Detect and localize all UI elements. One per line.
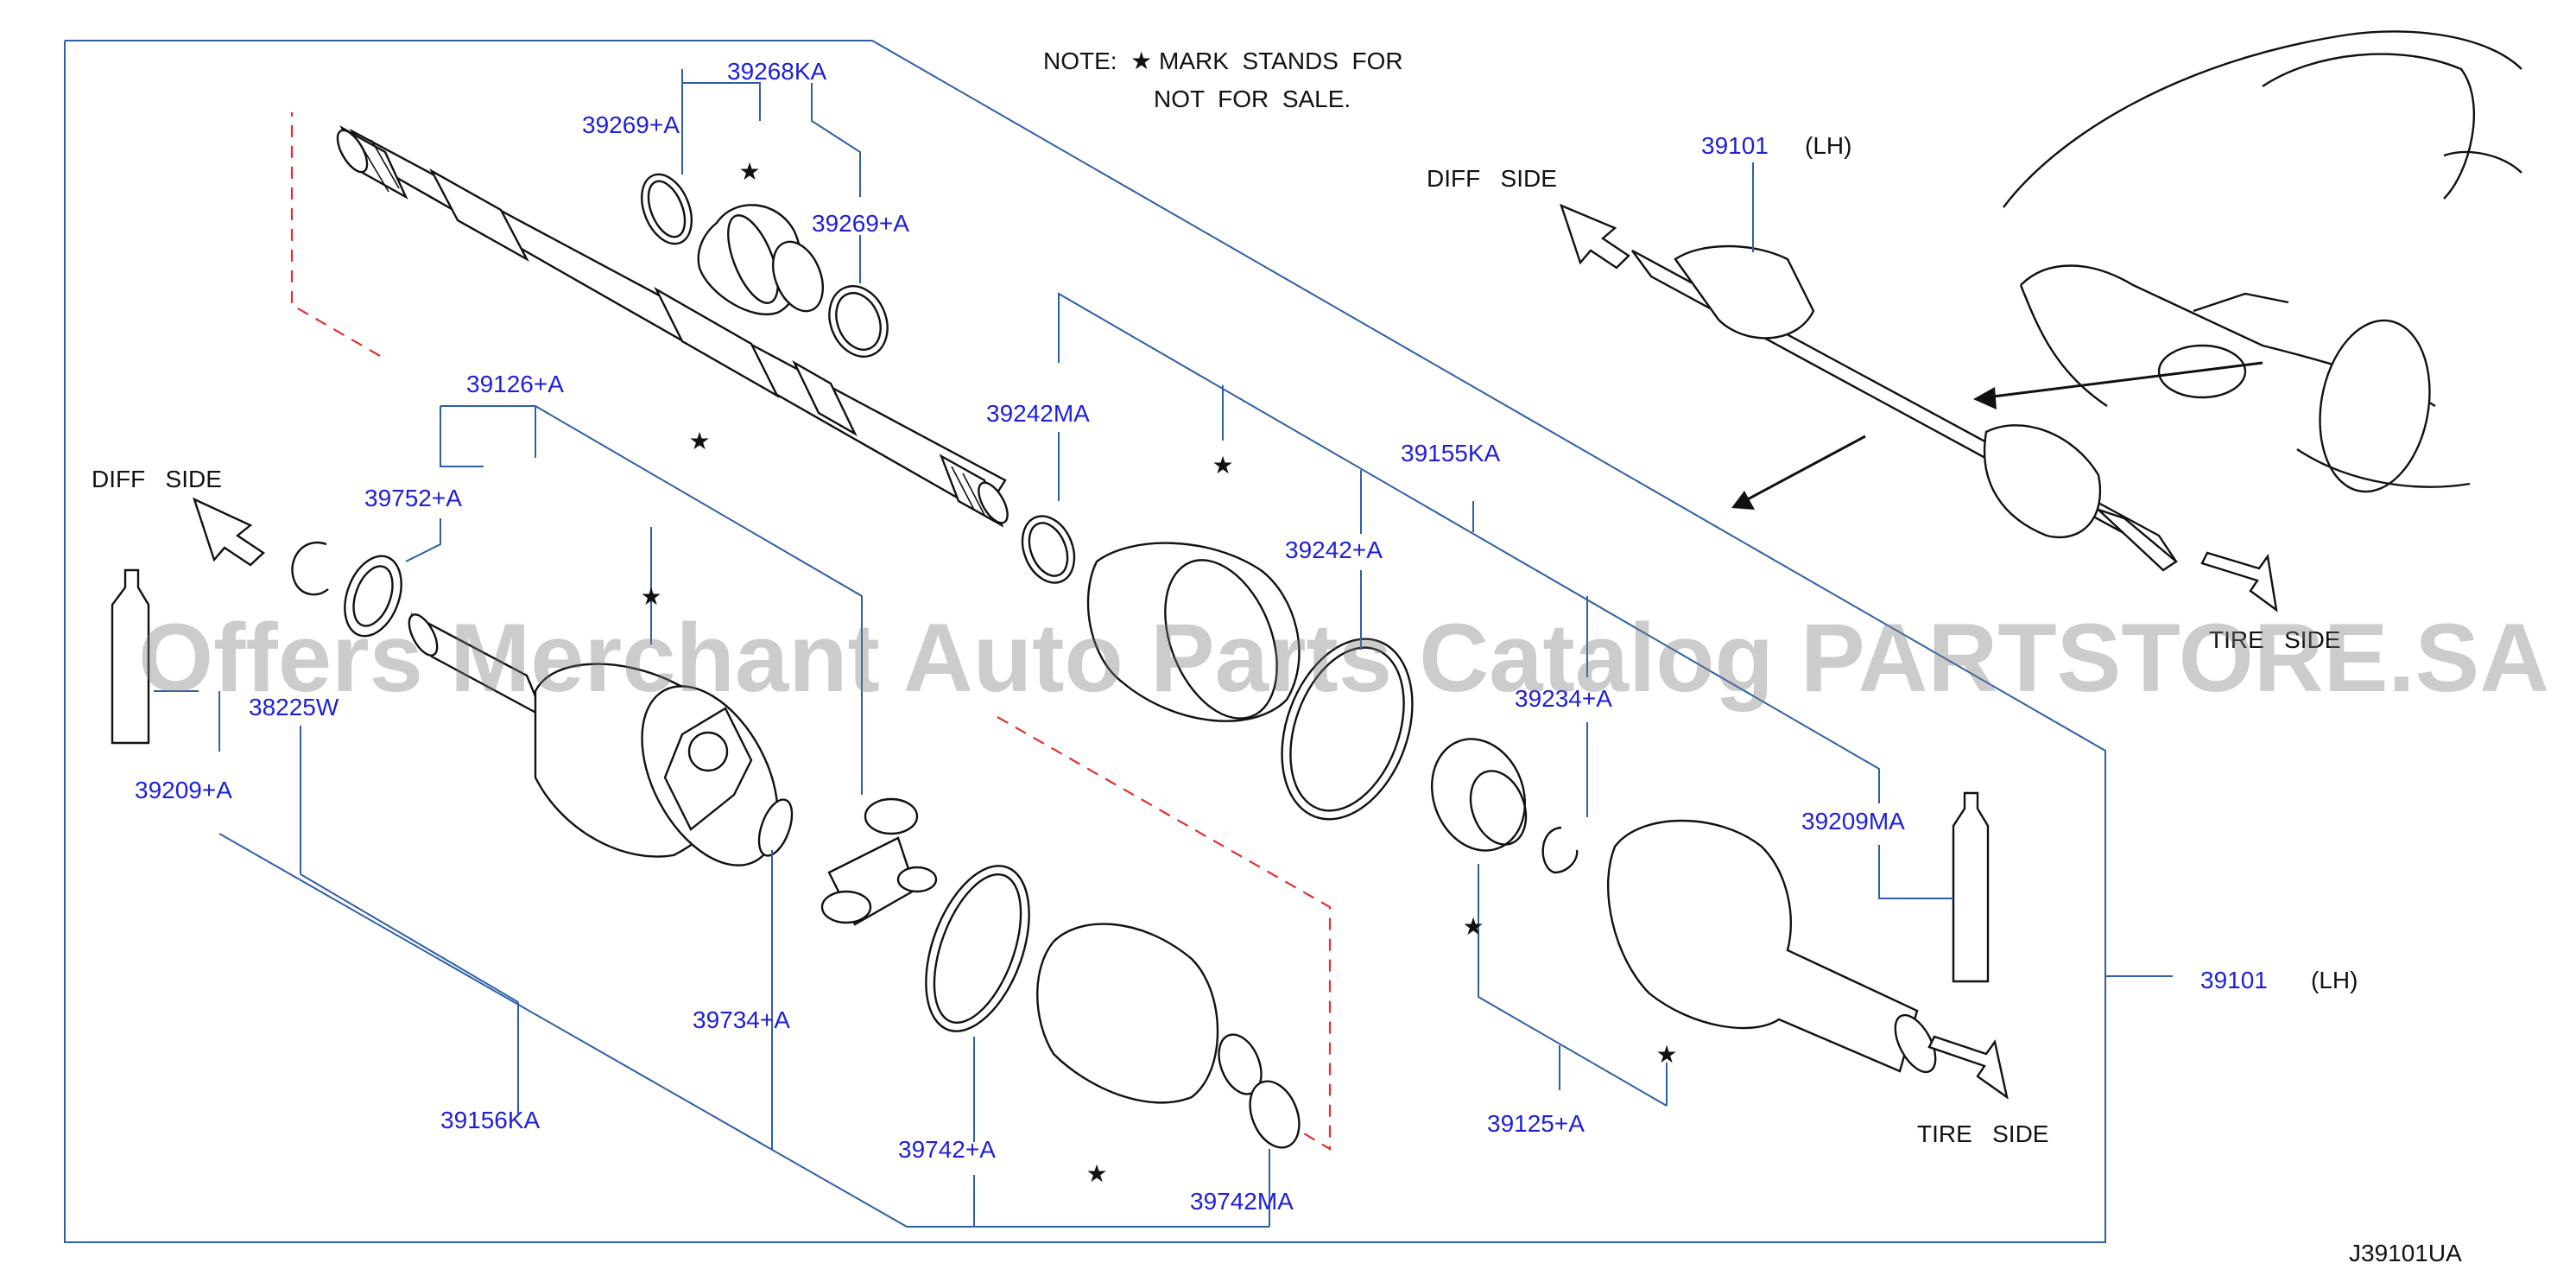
part-label-39242MA[interactable]: 39242MA <box>986 400 1090 427</box>
assembly-frame <box>64 40 2173 1243</box>
grease-bottle-right <box>1952 791 1990 983</box>
leader-lines <box>154 69 1953 1228</box>
circlip-left <box>291 541 329 596</box>
seal-ring-39752 <box>344 555 402 638</box>
boot-middle <box>1086 542 1301 722</box>
diff-side-label-left: DIFF SIDE <box>92 466 222 492</box>
diff-side-arrow-inset <box>1560 203 1630 270</box>
note-block: NOTE: ★ MARK STANDS FOR NOT FOR SALE. <box>1043 48 1403 112</box>
star-mark: ★ <box>688 428 710 454</box>
tripod-spider <box>820 797 938 926</box>
note-line-2: NOT FOR SALE. <box>1154 86 1351 112</box>
part-label-39742MA[interactable]: 39742MA <box>1190 1188 1294 1215</box>
tire-side-arrow-bottom <box>1927 1035 2009 1100</box>
part-label-39101-main[interactable]: 39101 <box>2200 967 2268 993</box>
diff-side-arrow-left <box>192 497 265 567</box>
part-label-38225W[interactable]: 38225W <box>249 694 339 720</box>
part-label-39269A-mid[interactable]: 39269+A <box>812 210 909 237</box>
part-label-39125A[interactable]: 39125+A <box>1487 1110 1585 1137</box>
star-mark: ★ <box>1212 452 1233 479</box>
boot-band-small-middle <box>1021 515 1076 584</box>
tire-side-label-inset: TIRE SIDE <box>2209 626 2340 653</box>
part-label-39752A[interactable]: 39752+A <box>364 485 462 511</box>
part-label-39101-inset[interactable]: 39101 <box>1701 132 1769 159</box>
note-line-1: NOTE: ★ MARK STANDS FOR <box>1043 48 1403 74</box>
tire-side-label-bottom: TIRE SIDE <box>1917 1120 2048 1147</box>
boot-large-lower <box>1036 923 1301 1149</box>
part-label-39268KA[interactable]: 39268KA <box>727 58 827 85</box>
part-label-39155KA[interactable]: 39155KA <box>1401 440 1501 466</box>
diff-side-label-inset: DIFF SIDE <box>1427 165 1557 192</box>
star-marks: ★ ★ ★ ★ ★ ★ ★ <box>640 158 1677 1187</box>
star-mark: ★ <box>1462 913 1484 940</box>
circlip-outer <box>1541 826 1579 874</box>
tire-side-arrow-inset <box>2200 551 2278 612</box>
watermark-text: Offers Merchant Auto Parts Catalog PARTS… <box>138 604 2549 712</box>
part-label-39156KA[interactable]: 39156KA <box>440 1107 541 1133</box>
part-label-39742A[interactable]: 39742+A <box>898 1136 996 1163</box>
inner-joint-housing <box>408 612 779 866</box>
inset-axle-assembly <box>1631 244 2179 572</box>
grease-bottle-left <box>111 568 150 745</box>
star-mark: ★ <box>738 158 760 185</box>
phantom-lines <box>290 112 1332 1151</box>
part-label-39209A[interactable]: 39209+A <box>135 777 232 803</box>
boot-small-upper <box>641 173 889 358</box>
part-label-39734A[interactable]: 39734+A <box>693 1006 790 1033</box>
inset-vehicle <box>2003 30 2522 493</box>
outer-joint-housing <box>1606 819 1937 1074</box>
inset-arrows <box>1731 361 2263 510</box>
axle-shaft-upper <box>336 125 1009 528</box>
part-label-39234A[interactable]: 39234+A <box>1515 685 1612 712</box>
part-label-39242A[interactable]: 39242+A <box>1285 536 1383 563</box>
part-labels: 39268KA 39269+A 39269+A 39126+A 39752+A … <box>135 58 2358 1215</box>
part-label-39126A[interactable]: 39126+A <box>466 371 564 397</box>
boot-band-large-lower <box>925 865 1030 1032</box>
part-label-39101-inset-side: (LH) <box>1805 132 1851 159</box>
part-label-39101-main-side: (LH) <box>2311 967 2358 993</box>
star-mark: ★ <box>640 583 661 610</box>
star-mark: ★ <box>1085 1160 1107 1187</box>
snap-ring-39734 <box>757 798 794 857</box>
outer-joint-inner-race <box>1430 738 1528 852</box>
boot-band-large-middle <box>1281 638 1414 821</box>
drawing-code: J39101UA <box>2349 1240 2462 1266</box>
star-mark: ★ <box>1655 1041 1677 1068</box>
part-label-39269A-top[interactable]: 39269+A <box>582 111 680 138</box>
part-label-39209MA[interactable]: 39209MA <box>1801 808 1905 835</box>
